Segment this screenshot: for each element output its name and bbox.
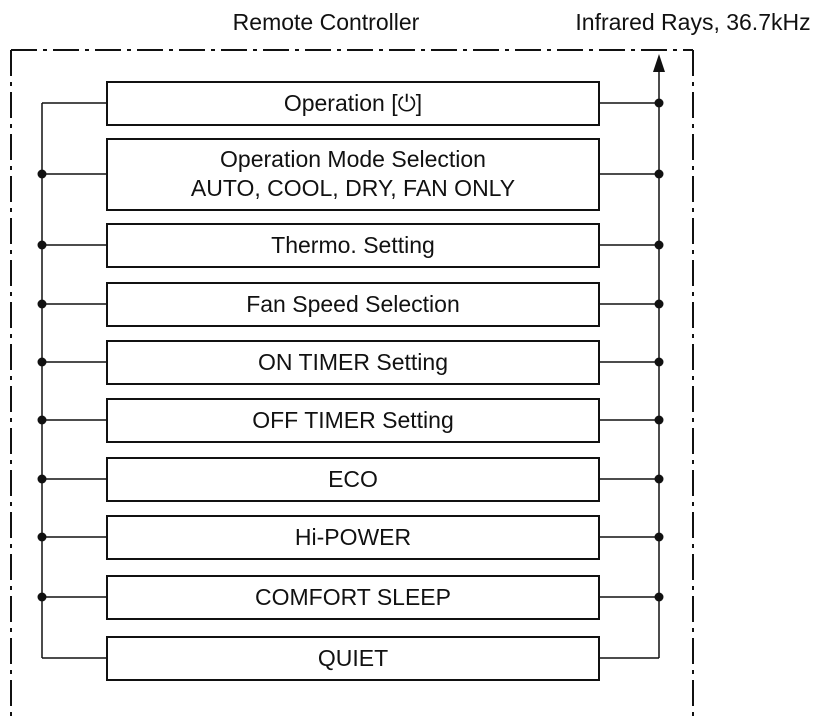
- function-label: COMFORT SLEEP: [255, 584, 451, 610]
- right-junction-dot: [654, 532, 664, 542]
- infrared-signal-label: Infrared Rays, 36.7kHz: [575, 9, 810, 35]
- function-box: [106, 138, 600, 211]
- function-label: Fan Speed Selection: [246, 291, 460, 317]
- left-junction-dot: [37, 240, 47, 250]
- right-junction-dot: [654, 240, 664, 250]
- function-box: [106, 223, 600, 268]
- left-junction-dot: [37, 532, 47, 542]
- function-row: Fan Speed Selection: [37, 282, 664, 327]
- function-row: Hi-POWER: [37, 515, 664, 560]
- function-label: Operation [⏻]: [284, 90, 422, 116]
- right-junction-dot: [654, 98, 664, 108]
- remote-controller-title: Remote Controller: [233, 9, 420, 35]
- remote-controller-outline: [10, 49, 694, 716]
- function-box: [106, 398, 600, 443]
- function-label: Operation Mode Selection: [220, 146, 486, 172]
- right-junction-dot: [654, 474, 664, 484]
- right-junction-dot: [654, 415, 664, 425]
- right-junction-dot: [654, 357, 664, 367]
- function-box: [106, 515, 600, 560]
- function-box: [106, 81, 600, 126]
- left-junction-dot: [37, 169, 47, 179]
- function-row: Thermo. Setting: [37, 223, 664, 268]
- right-junction-dot: [654, 299, 664, 309]
- left-junction-dot: [37, 299, 47, 309]
- left-junction-dot: [37, 357, 47, 367]
- function-box: [106, 282, 600, 327]
- infrared-output-arrow: [653, 54, 665, 72]
- function-row: COMFORT SLEEP: [37, 575, 664, 620]
- function-box: [106, 636, 600, 681]
- function-row: Operation Mode Selection AUTO, COOL, DRY…: [37, 138, 664, 211]
- function-row: OFF TIMER Setting: [37, 398, 664, 443]
- function-box: [106, 575, 600, 620]
- function-label: Hi-POWER: [295, 524, 411, 550]
- function-label: QUIET: [318, 645, 388, 671]
- right-junction-dot: [654, 592, 664, 602]
- function-label: ECO: [328, 466, 378, 492]
- function-row: ECO: [37, 457, 664, 502]
- right-junction-dot: [654, 169, 664, 179]
- function-label: OFF TIMER Setting: [252, 407, 454, 433]
- function-box: [106, 340, 600, 385]
- function-label: Thermo. Setting: [271, 232, 435, 258]
- function-row: QUIET: [42, 636, 659, 681]
- function-label: ON TIMER Setting: [258, 349, 448, 375]
- function-row: Operation [⏻]: [42, 81, 664, 126]
- function-sublabel: AUTO, COOL, DRY, FAN ONLY: [191, 175, 515, 201]
- left-junction-dot: [37, 415, 47, 425]
- function-row: ON TIMER Setting: [37, 340, 664, 385]
- left-junction-dot: [37, 592, 47, 602]
- function-box: [106, 457, 600, 502]
- left-junction-dot: [37, 474, 47, 484]
